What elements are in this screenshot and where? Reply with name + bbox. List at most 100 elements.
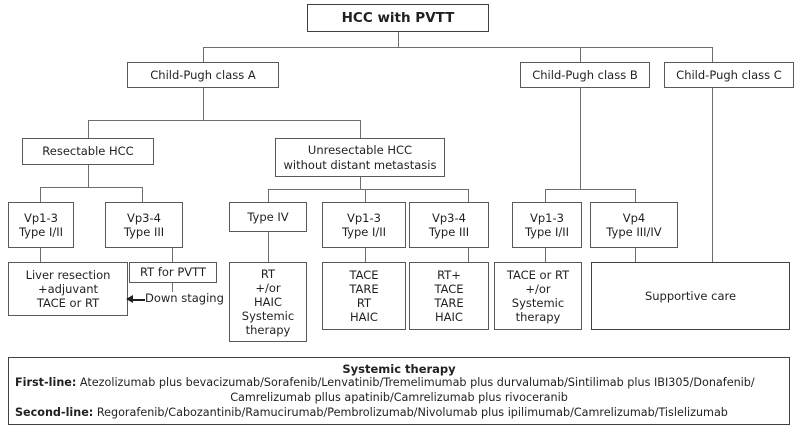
node-tx-type-iv-line1: RT (260, 266, 276, 281)
connector-unresvp13-to-tx (365, 248, 367, 262)
node-root-label: HCC with PVTT (341, 9, 455, 26)
node-rt-for-pvtt-label: RT for PVTT (140, 265, 206, 280)
node-liver-resection[interactable]: Liver resection +adjuvant TACE or RT (8, 262, 128, 316)
connector-cpc-down (712, 88, 714, 262)
node-tx-type-iv[interactable]: RT +/or HAIC Systemic therapy (229, 262, 307, 342)
node-child-pugh-a[interactable]: Child-Pugh class A (127, 62, 279, 88)
node-type-iv-label: Type IV (247, 209, 289, 224)
connector-resectable-down (88, 165, 90, 187)
node-liver-resection-line1: Liver resection (25, 267, 111, 282)
node-unres-vp3-4[interactable]: Vp3-4 Type III (409, 202, 489, 248)
node-tx-type-iv-line2: +/or (255, 280, 281, 295)
node-rt-for-pvtt[interactable]: RT for PVTT (129, 262, 217, 283)
legend-second-line-label: Second-line: (15, 405, 94, 419)
systemic-therapy-legend: Systemic therapy First-line: Atezolizuma… (8, 357, 790, 425)
legend-second-line-text: Regorafenib/Cabozantinib/Ramucirumab/Pem… (93, 405, 728, 419)
node-tx-unres-vp3-4-line2: TACE (434, 281, 464, 296)
node-unres-vp1-3[interactable]: Vp1-3 Type I/II (322, 202, 406, 248)
node-type-iv[interactable]: Type IV (229, 202, 307, 232)
node-tx-cpb-vp1-3-line3: Systemic (511, 296, 565, 310)
node-unres-vp1-3-line2: Type I/II (341, 225, 387, 239)
label-down-staging: Down staging (145, 291, 224, 306)
node-unresectable-hcc-line2: without distant metastasis (283, 157, 437, 172)
node-supportive-care[interactable]: Supportive care (591, 262, 790, 330)
connector-unresvp34-to-tx (468, 248, 470, 262)
node-cpb-vp1-3[interactable]: Vp1-3 Type I/II (512, 202, 582, 248)
connector-rtpvtt-to-downstaging (172, 283, 174, 294)
node-supportive-care-label: Supportive care (644, 288, 737, 303)
legend-title: Systemic therapy (342, 362, 456, 376)
connector-to-res-vp34 (142, 187, 144, 202)
node-tx-unres-vp1-3-line2: TARE (349, 281, 379, 296)
connector-cpbvp13-to-tx (545, 248, 547, 262)
connector-to-res-vp13 (40, 187, 42, 202)
connector-to-cpb (580, 47, 582, 62)
legend-first-line-text: Atezolizumab plus bevacizumab/Sorafenib/… (76, 376, 755, 389)
node-unresectable-hcc[interactable]: Unresectable HCC without distant metasta… (275, 138, 445, 177)
node-child-pugh-a-label: Child-Pugh class A (150, 67, 256, 82)
node-unres-vp1-3-line1: Vp1-3 (347, 210, 381, 225)
connector-unresectable-bus (268, 189, 468, 191)
connector-cpb-down (580, 88, 582, 189)
connector-cpbvp4-to-support (635, 248, 637, 262)
node-tx-unres-vp3-4-line1: RT+ (437, 267, 461, 282)
connector-to-resectable (88, 120, 90, 138)
node-tx-unres-vp3-4[interactable]: RT+ TACE TARE HAIC (409, 262, 489, 330)
node-child-pugh-b[interactable]: Child-Pugh class B (520, 62, 650, 88)
node-root-hcc-pvtt[interactable]: HCC with PVTT (307, 4, 489, 32)
node-tx-unres-vp1-3[interactable]: TACE TARE RT HAIC (322, 262, 406, 330)
node-res-vp3-4[interactable]: Vp3-4 Type III (105, 202, 183, 248)
node-cpb-vp1-3-line2: Type I/II (524, 225, 570, 239)
node-tx-unres-vp1-3-line4: HAIC (350, 310, 378, 325)
connector-resvp13-to-liver (40, 248, 42, 262)
connector-resectable-bus (40, 187, 142, 189)
connector-to-cpa (203, 47, 205, 62)
legend-first-line-text2: Camrelizumab pllus apatinib/Camrelizumab… (230, 390, 568, 404)
connector-top-bus (203, 47, 713, 49)
connector-to-cpc (712, 47, 714, 62)
legend-first-line-row: First-line: Atezolizumab plus bevacizuma… (9, 376, 789, 391)
connector-to-cpb-vp4 (635, 189, 637, 202)
connector-type4-to-tx (268, 232, 270, 262)
node-res-vp1-3[interactable]: Vp1-3 Type I/II (8, 202, 74, 248)
connector-cpb-bus (545, 189, 635, 191)
node-tx-type-iv-line4: Systemic (241, 309, 295, 323)
node-child-pugh-c[interactable]: Child-Pugh class C (664, 62, 794, 88)
legend-first-line-label: First-line: (15, 376, 77, 389)
connector-downstaging-shaft (133, 299, 145, 301)
node-cpb-vp4[interactable]: Vp4 Type III/IV (590, 202, 678, 248)
node-tx-cpb-vp1-3[interactable]: TACE or RT +/or Systemic therapy (494, 262, 582, 330)
node-liver-resection-line3: TACE or RT (36, 296, 100, 310)
node-tx-unres-vp3-4-line4: HAIC (435, 310, 463, 325)
node-tx-cpb-vp1-3-line1: TACE or RT (506, 267, 570, 282)
label-down-staging-text: Down staging (145, 291, 224, 305)
connector-to-unresectable (360, 120, 362, 138)
node-child-pugh-b-label: Child-Pugh class B (532, 67, 638, 82)
node-child-pugh-c-label: Child-Pugh class C (676, 67, 782, 82)
node-tx-unres-vp1-3-line1: TACE (349, 267, 379, 282)
node-res-vp3-4-line2: Type III (123, 225, 165, 239)
connector-unresectable-down (360, 177, 362, 189)
connector-to-unres-vp13 (365, 189, 367, 202)
legend-second-line-row: Second-line: Regorafenib/Cabozantinib/Ra… (9, 406, 789, 421)
node-tx-type-iv-line3: HAIC (254, 294, 282, 309)
node-res-vp1-3-line2: Type I/II (18, 225, 64, 239)
node-cpb-vp4-line1: Vp4 (622, 210, 646, 225)
node-res-vp3-4-line1: Vp3-4 (127, 210, 161, 225)
connector-to-type4 (268, 189, 270, 202)
connector-root-down (398, 32, 400, 47)
node-cpb-vp4-line2: Type III/IV (606, 225, 662, 239)
node-res-vp1-3-line1: Vp1-3 (24, 210, 58, 225)
connector-resvp34-to-rtpvtt (172, 248, 174, 262)
connector-cpa-down (203, 88, 205, 120)
node-liver-resection-line2: +adjuvant (37, 281, 99, 296)
node-unres-vp3-4-line1: Vp3-4 (432, 210, 466, 225)
node-resectable-hcc[interactable]: Resectable HCC (22, 138, 154, 165)
connector-to-unres-vp34 (468, 189, 470, 202)
legend-first-line-row2: Camrelizumab pllus apatinib/Camrelizumab… (9, 391, 789, 406)
node-tx-cpb-vp1-3-line2: +/or (525, 281, 551, 296)
node-unresectable-hcc-line1: Unresectable HCC (307, 143, 413, 158)
node-tx-type-iv-line5: therapy (245, 323, 291, 338)
node-cpb-vp1-3-line1: Vp1-3 (530, 210, 564, 225)
